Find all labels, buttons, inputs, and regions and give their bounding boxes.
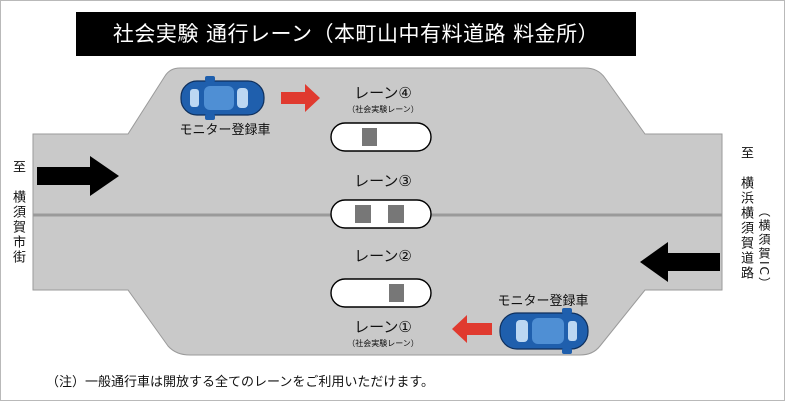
black-arrow-left-icon	[640, 242, 720, 282]
black-arrow-right-icon	[37, 156, 119, 196]
left-destination-name: 横須賀市街	[10, 190, 25, 265]
left-destination-to: 至	[10, 160, 25, 175]
right-destination-to: 至	[738, 146, 753, 161]
lane-2-label: レーン②	[354, 247, 412, 265]
monitor-vehicle-label-top: モニター登録車	[179, 123, 271, 138]
footnote: （注）一般通行車は開放する全てのレーンをご利用いただけます。	[46, 375, 435, 390]
lane-1-label: レーン①	[354, 318, 412, 336]
diagram-title: 社会実験 通行レーン（本町山中有料道路 料金所）	[76, 12, 636, 56]
lane-4-label: レーン④	[354, 84, 412, 102]
monitor-car-bottom-icon	[499, 308, 589, 354]
red-arrow-left-icon	[452, 315, 492, 343]
red-arrow-right-icon	[281, 84, 320, 112]
monitor-vehicle-label-bottom: モニター登録車	[497, 294, 589, 309]
lane-4-sublabel: （社会実験レーン）	[347, 105, 419, 114]
toll-booth-2	[330, 199, 432, 229]
right-destination-name: 横浜横須賀道路	[738, 176, 753, 281]
toll-booth-1	[330, 122, 432, 152]
monitor-car-top-icon	[180, 76, 265, 120]
lane-3-label: レーン③	[354, 172, 412, 190]
right-destination-ic: （横須賀IC）	[757, 205, 771, 291]
toll-booth-3	[330, 278, 432, 308]
lane-1-sublabel: （社会実験レーン）	[347, 339, 419, 348]
